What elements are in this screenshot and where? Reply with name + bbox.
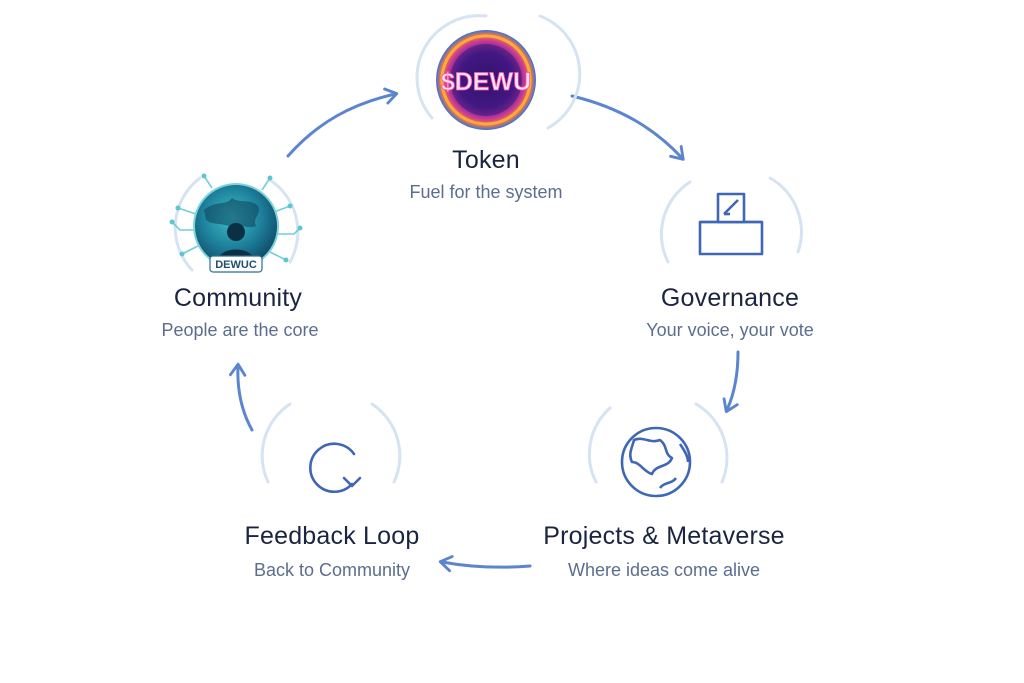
community-subtitle: People are the core [161, 320, 319, 340]
loop-icon [309, 442, 362, 494]
arrow-feedback-to-community [228, 362, 254, 432]
projects-title: Projects & Metaverse [543, 522, 785, 550]
token-subtitle: Fuel for the system [409, 182, 563, 202]
token-coin-icon: $DEWU [436, 30, 536, 130]
community-badge: DEWUC [215, 259, 257, 271]
projects-subtitle: Where ideas come alive [567, 560, 761, 580]
community-title: Community [173, 284, 303, 312]
community-globe-icon: DEWUC [169, 173, 303, 273]
arrow-community-to-token [286, 87, 399, 158]
node-rings [173, 14, 803, 484]
arrow-token-to-governance [570, 94, 685, 161]
token-title: Token [452, 146, 520, 174]
globe-icon [620, 426, 692, 498]
arrow-governance-to-projects [722, 350, 740, 414]
arrow-projects-to-feedback [438, 555, 532, 573]
ballot-box-icon [698, 192, 764, 256]
governance-subtitle: Your voice, your vote [646, 320, 814, 340]
governance-title: Governance [660, 284, 800, 312]
feedback-subtitle: Back to Community [253, 560, 411, 580]
token-badge: $DEWU [441, 68, 531, 96]
feedback-title: Feedback Loop [244, 522, 420, 550]
